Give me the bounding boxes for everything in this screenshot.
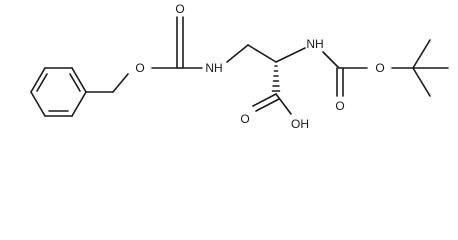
ch2-to-alpha-carbon-bond (247, 44, 277, 63)
boc-carbonyl-oxygen-label: O (335, 99, 344, 113)
boc-nh-to-carbonyl-bond (322, 51, 340, 69)
boc-ester-oxygen-label: O (375, 61, 384, 75)
ring-inner-double-bond (36, 73, 48, 92)
ch2-to-o-bond (112, 73, 129, 93)
boc-nh-label: NH (306, 37, 323, 51)
alpha-carbon-to-boc-nh-bond (275, 47, 306, 63)
ring-bond (71, 91, 87, 117)
benzyl-ester-oxygen-label: O (135, 61, 144, 75)
benzene-ring (30, 67, 87, 117)
carboxyl-carbonyl-double-bond-b (255, 98, 280, 112)
ring-inner-double-bond (69, 73, 81, 92)
tert-butyl-methyl-bond (412, 67, 431, 97)
tert-butyl-methyl-bond (412, 39, 431, 69)
acid-carbonyl-oxygen-label: O (240, 112, 249, 126)
ring-bond (71, 67, 87, 93)
nh-to-ch2-bond (226, 44, 249, 63)
stereo-hashed-wedge-bond (271, 65, 281, 92)
ring-bond (30, 67, 46, 93)
acid-hydroxyl-label: OH (291, 117, 309, 131)
chemical-structure-diagram: O O NH NH O O O OH (30, 2, 449, 131)
carboxyl-carbonyl-double-bond-a (252, 93, 277, 107)
ring-bond (30, 91, 46, 117)
cbz-nh-label: NH (205, 61, 222, 75)
carboxyl-to-oh-bond (275, 93, 292, 115)
cbz-carbonyl-oxygen-label: O (175, 2, 184, 16)
